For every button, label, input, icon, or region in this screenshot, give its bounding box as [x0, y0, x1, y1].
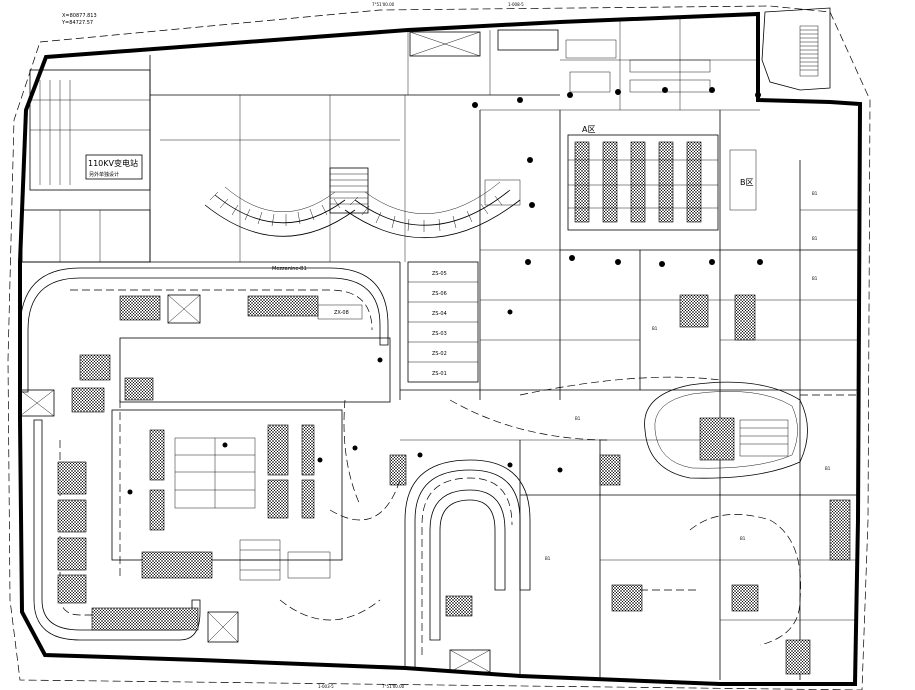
coordinate-y: Y=84727.57 — [61, 20, 93, 26]
bay-label-4: ZS-03 — [432, 331, 447, 337]
bay-label-1: ZS-05 — [432, 271, 447, 277]
room-label-6: B1 — [740, 536, 746, 541]
bay-label-6: ZS-01 — [432, 371, 447, 377]
lower-right-cores — [389, 294, 851, 675]
outer-wall — [18, 11, 863, 686]
bottom-edge-label-1: 1-003-5 — [318, 684, 334, 689]
elevator-core-left — [79, 337, 391, 581]
center-u-ramp — [404, 459, 531, 669]
room-label-4: B1 — [652, 326, 658, 331]
stair-core-top — [329, 167, 369, 214]
room-label-5: B1 — [575, 416, 581, 421]
left-ramp-loop — [19, 267, 389, 641]
room-label-3: B1 — [812, 276, 818, 281]
room-label-8: B1 — [825, 466, 831, 471]
parking-bays: ZS-05 ZS-06 ZS-04 ZS-03 ZS-02 ZS-01 — [407, 261, 479, 383]
bay-label-5: ZS-02 — [432, 351, 447, 357]
top-edge-label-1: 7°51'00.00 — [372, 2, 395, 7]
bottom-edge-label-2: 7°51'00.00 — [382, 684, 405, 689]
bay-label-3: ZS-04 — [432, 311, 447, 317]
zone-b-label: B区 — [740, 178, 754, 187]
substation-title: 110KV变电站 — [88, 158, 138, 168]
coordinate-x: X=80877.813 — [62, 13, 97, 19]
room-label-7: B1 — [545, 556, 551, 561]
substation-area: 110KV变电站 另外单独设计 — [21, 69, 151, 263]
bay-label-left: ZX-08 — [334, 310, 349, 316]
bay-label-2: ZS-06 — [432, 291, 447, 297]
zone-a-label: A区 — [582, 125, 595, 134]
void-boxes-top — [19, 31, 491, 673]
top-right-bump — [761, 7, 831, 91]
room-label-2: B1 — [812, 236, 818, 241]
left-parking-hatch — [57, 295, 319, 631]
circulation-dashes — [119, 394, 860, 646]
right-shop-block: A区 B区 — [497, 29, 757, 231]
substation-subtitle: 另外单独设计 — [89, 171, 119, 178]
site-boundary — [7, 5, 871, 690]
fan-stair-left — [204, 186, 356, 237]
top-edge-label-2: 1-008-5 — [508, 2, 524, 7]
room-label-1: B1 — [812, 191, 818, 196]
stair-top-right — [800, 29, 818, 71]
atrium-label: Mezzanine-B1 — [272, 266, 307, 272]
structural-columns — [127, 87, 763, 495]
right-oval-atrium — [449, 376, 808, 479]
interior-walls — [22, 18, 858, 680]
fan-stair-right — [344, 179, 521, 239]
